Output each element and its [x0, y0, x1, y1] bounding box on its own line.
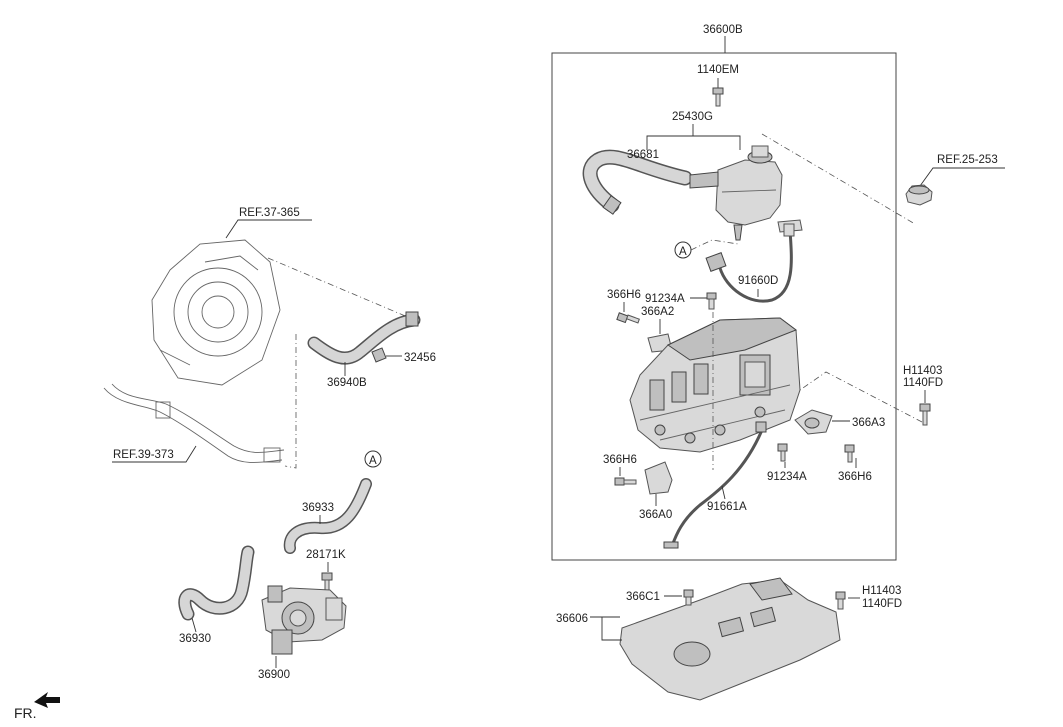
- label-36940B[interactable]: 36940B: [327, 377, 367, 389]
- water-pump-36900: [261, 585, 347, 655]
- assembly-box-36600B: [551, 52, 897, 561]
- label-a-top[interactable]: A: [679, 246, 687, 258]
- bolt-28171K: [321, 572, 333, 591]
- wire-91661A: [663, 421, 767, 549]
- front-arrow-icon: [34, 692, 60, 708]
- label-a-bottom[interactable]: A: [369, 455, 377, 467]
- label-h11403-a[interactable]: H11403: [903, 365, 942, 377]
- tray-36606: [619, 577, 841, 701]
- clip-366C1: [683, 589, 694, 606]
- label-ref-25-253[interactable]: REF.25-253: [937, 154, 998, 166]
- label-h11403-b[interactable]: H11403: [862, 585, 901, 597]
- label-1140FD-a[interactable]: 1140FD: [903, 377, 943, 389]
- pipe-ref-39-373: [103, 383, 285, 463]
- label-36933[interactable]: 36933: [302, 502, 334, 514]
- label-1140EM[interactable]: 1140EM: [697, 64, 739, 76]
- label-36606[interactable]: 36606: [556, 613, 588, 625]
- ref-circle-a-bottom: [364, 450, 382, 468]
- label-366H6-b[interactable]: 366H6: [603, 454, 637, 466]
- label-36600B[interactable]: 36600B: [703, 24, 743, 36]
- label-366A0[interactable]: 366A0: [639, 509, 672, 521]
- label-fr[interactable]: FR.: [14, 705, 37, 721]
- label-36681[interactable]: 36681: [627, 149, 659, 161]
- bracket-366A0: [644, 461, 673, 495]
- label-366H6-a[interactable]: 366H6: [607, 289, 641, 301]
- bolt-366H6-c: [844, 444, 855, 463]
- label-36900[interactable]: 36900: [258, 669, 290, 681]
- inverter-assembly: [629, 317, 801, 453]
- bolt-366H6-a: [616, 312, 640, 324]
- label-366A2[interactable]: 366A2: [641, 306, 674, 318]
- label-366C1[interactable]: 366C1: [626, 591, 660, 603]
- hose-36933: [283, 478, 372, 554]
- reservoir-tank: [689, 145, 803, 241]
- label-25430G[interactable]: 25430G: [672, 111, 713, 123]
- hose-36930: [178, 545, 255, 621]
- label-366H6-c[interactable]: 366H6: [838, 471, 872, 483]
- bolt-91234A-a: [706, 292, 717, 310]
- label-28171K[interactable]: 28171K: [306, 549, 346, 561]
- bracket-366A3: [794, 409, 833, 435]
- housing-ref-37-365: [151, 239, 281, 386]
- bolt-1140EM: [712, 87, 724, 107]
- label-1140FD-b[interactable]: 1140FD: [862, 598, 902, 610]
- label-36930[interactable]: 36930: [179, 633, 211, 645]
- label-91660D[interactable]: 91660D: [738, 275, 778, 287]
- label-ref-37-365[interactable]: REF.37-365: [239, 207, 300, 219]
- bolt-h11403-b: [835, 591, 846, 610]
- wire-91660D: [705, 223, 795, 303]
- bolt-h11403-a: [919, 403, 931, 426]
- label-91234A-b[interactable]: 91234A: [767, 471, 807, 483]
- label-32456[interactable]: 32456: [404, 352, 436, 364]
- clip-32456: [371, 347, 387, 363]
- bolt-366H6-b: [614, 477, 637, 486]
- label-91661A[interactable]: 91661A: [707, 501, 747, 513]
- label-91234A-a[interactable]: 91234A: [645, 293, 685, 305]
- label-ref-39-373[interactable]: REF.39-373: [113, 449, 174, 461]
- hose-36681: [582, 149, 693, 215]
- bolt-91234A-b: [777, 443, 788, 462]
- hose-36940B: [307, 311, 421, 365]
- filler-cap: [905, 184, 933, 206]
- label-366A3[interactable]: 366A3: [852, 417, 885, 429]
